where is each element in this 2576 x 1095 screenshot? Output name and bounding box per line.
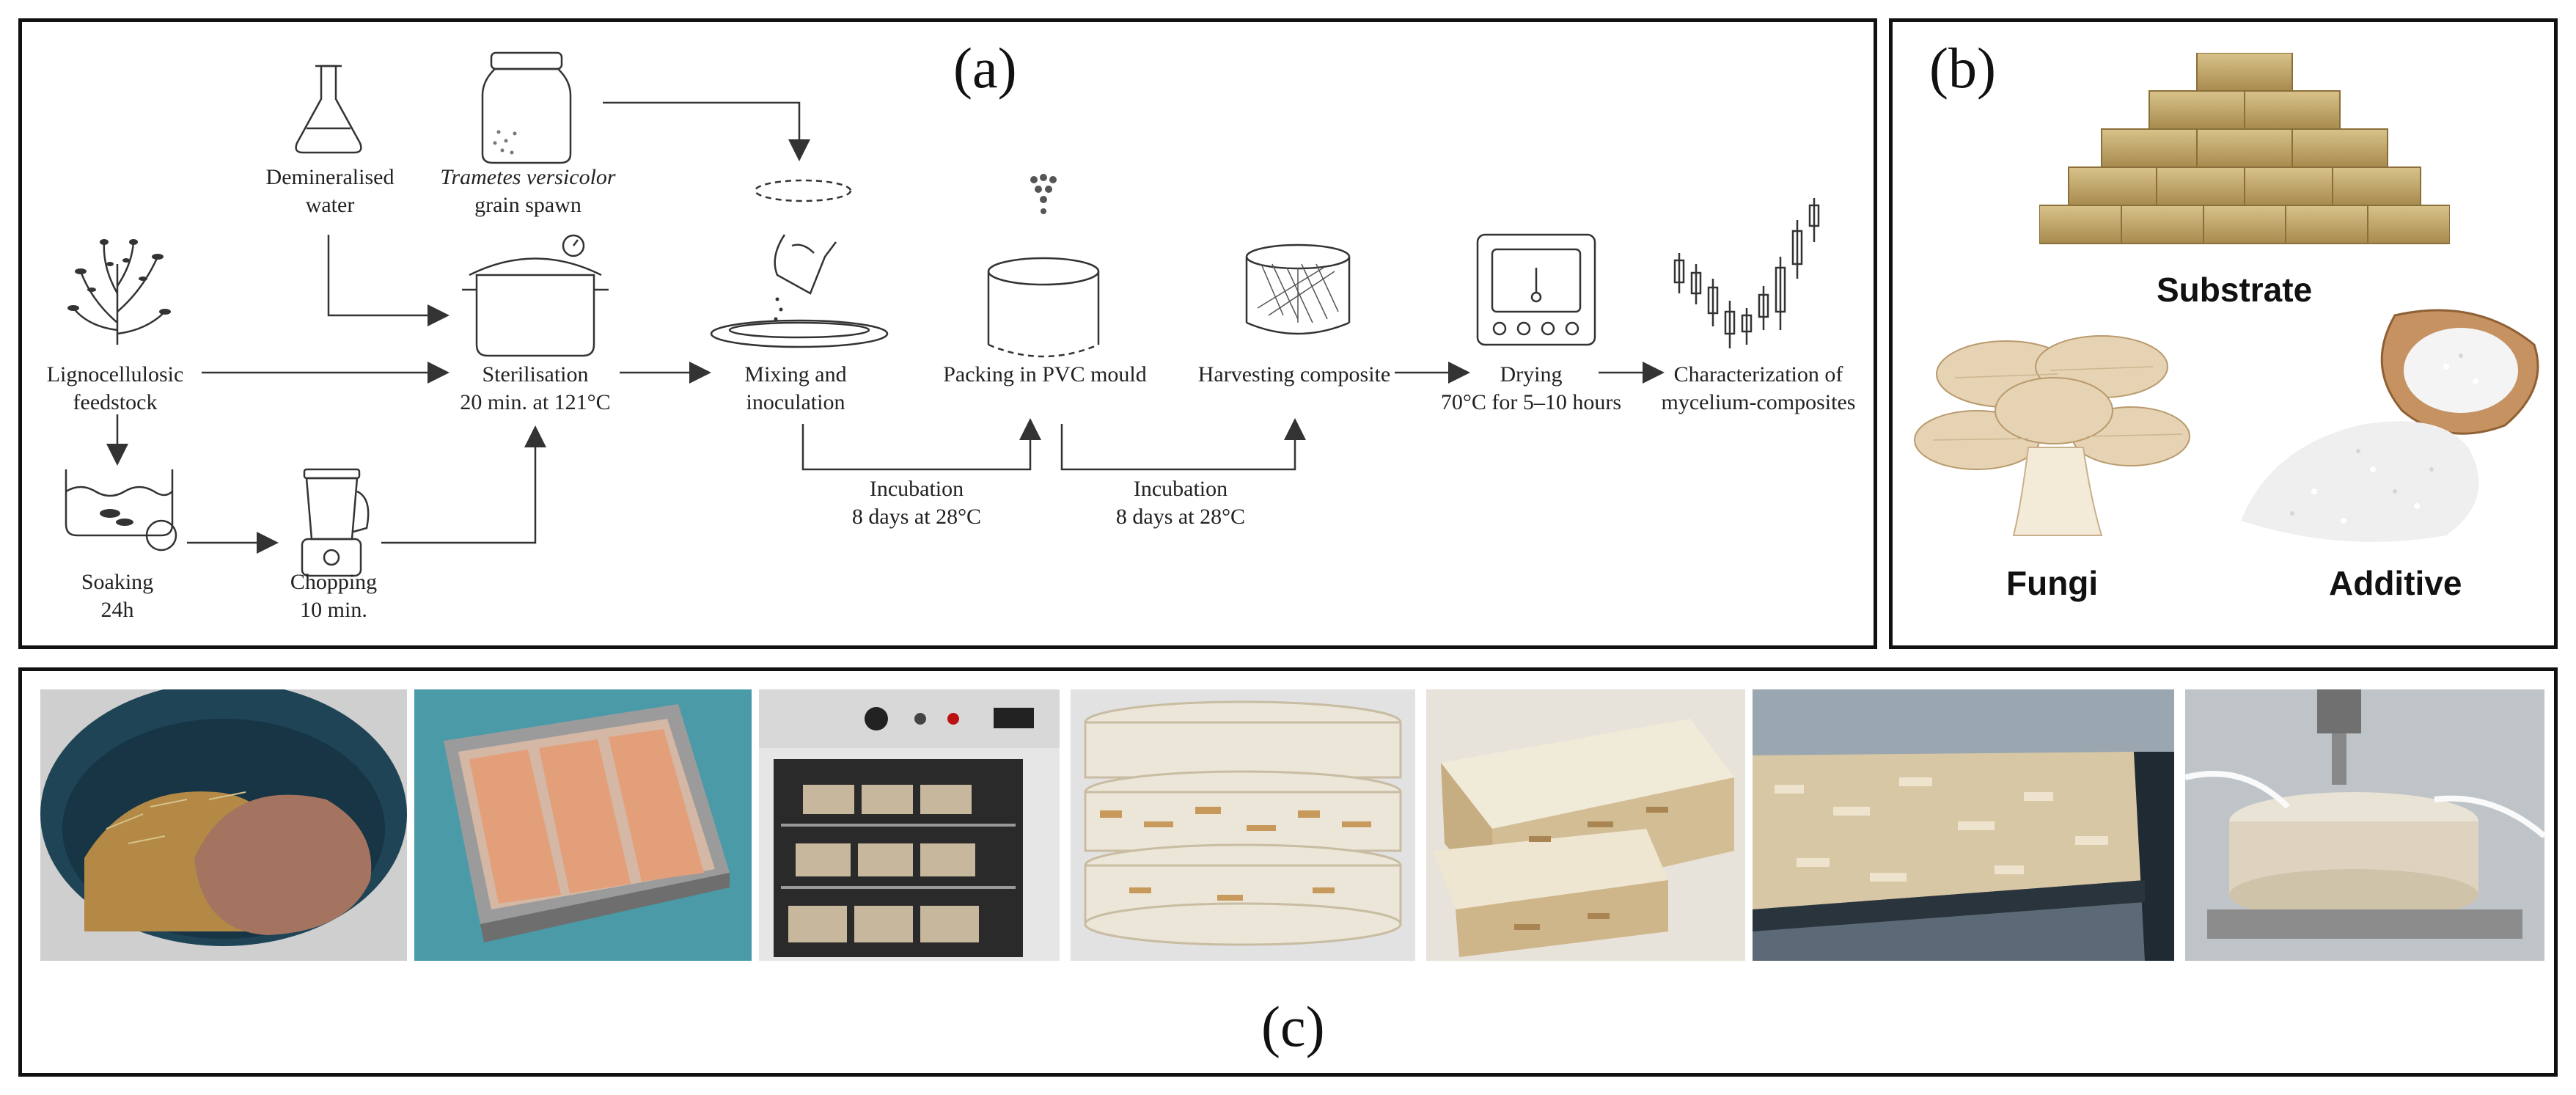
substrate-bucket-photo <box>40 689 407 961</box>
drying-oven-icon <box>1476 233 1596 346</box>
panel-a-process-flow: (a) <box>18 18 1877 649</box>
flask-icon <box>295 65 362 154</box>
panel-c-photo-strip: (c) <box>18 667 2558 1077</box>
substrate-hay-bales-image <box>2039 53 2450 244</box>
panel-a-letter: (a) <box>953 36 1017 100</box>
label-substrate: Substrate <box>2157 271 2313 309</box>
composite-blocks-photo <box>1426 689 1745 961</box>
arrow-water-to-sterilisation <box>327 235 449 326</box>
inoculation-hand-icon <box>710 179 889 348</box>
label-harvesting: Harvesting composite <box>1197 362 1391 387</box>
filled-mould-tray-photo <box>414 689 752 961</box>
arrow-mixing-to-packing <box>801 418 1041 471</box>
fungi-oyster-mushroom-image <box>1914 335 2190 536</box>
stacked-composite-discs-photo <box>1071 689 1415 961</box>
label-fungi: Fungi <box>2006 564 2099 602</box>
sterilisation-cooker-icon <box>462 234 609 357</box>
pvc-mould-icon <box>987 174 1100 358</box>
label-additive: Additive <box>2329 564 2462 602</box>
panel-b-letter: (b) <box>1929 36 1996 100</box>
spawn-jar-icon <box>481 51 572 164</box>
characterization-chart-icon <box>1673 198 1820 348</box>
plant-icon <box>67 239 171 345</box>
compression-test-photo <box>2185 689 2544 961</box>
chopping-blender-icon <box>301 468 370 577</box>
arrow-packing-to-harvesting <box>1060 418 1306 471</box>
additive-powder-bowl-image <box>2241 309 2539 542</box>
panel-c-letter: (c) <box>1261 995 1325 1058</box>
arrow-spawn-to-mixing <box>603 101 810 161</box>
arrow-chopping-to-sterilisation <box>381 425 546 544</box>
label-packing: Packing in PVC mould <box>943 362 1147 387</box>
panel-b-ingredients: (b) Substrate Fungi <box>1889 18 2558 649</box>
soaking-bath-icon <box>65 469 177 552</box>
incubator-oven-photo <box>759 689 1060 961</box>
harvested-composite-icon <box>1245 243 1351 335</box>
composite-panel-edge-photo <box>1753 689 2174 961</box>
process-flow-diagram <box>65 51 1820 577</box>
